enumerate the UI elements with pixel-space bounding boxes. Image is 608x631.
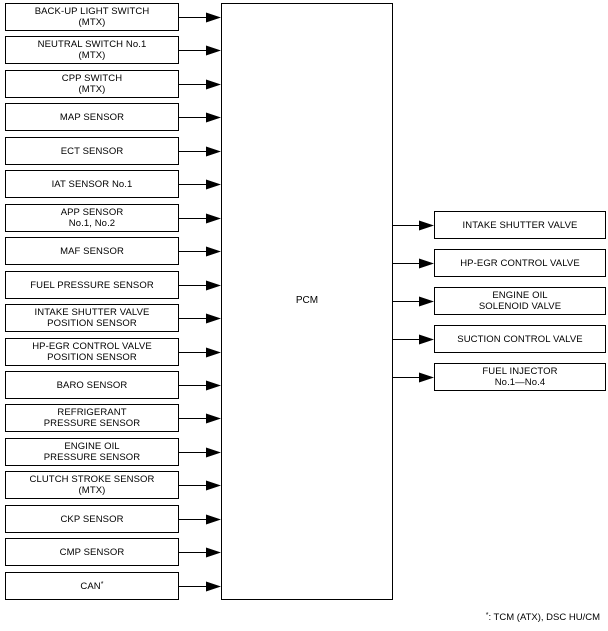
- input-box: BARO SENSOR: [5, 371, 179, 399]
- input-arrow: [179, 514, 221, 525]
- input-box: MAF SENSOR: [5, 237, 179, 265]
- input-box-label: CAN: [80, 580, 101, 592]
- input-box: MAP SENSOR: [5, 103, 179, 131]
- input-arrow: [179, 581, 221, 592]
- input-arrow: [179, 380, 221, 391]
- input-box-label: BACK-UP LIGHT SWITCH: [34, 6, 150, 17]
- input-arrow: [179, 79, 221, 90]
- input-box-sublabel: (MTX): [78, 17, 106, 28]
- input-box-sublabel: No.1, No.2: [68, 218, 116, 229]
- input-box: CKP SENSOR: [5, 505, 179, 533]
- input-box-sublabel: (MTX): [78, 84, 106, 95]
- input-arrow: [179, 45, 221, 56]
- input-box-label: ECT SENSOR: [60, 145, 124, 157]
- input-box: FUEL PRESSURE SENSOR: [5, 271, 179, 299]
- input-box: CAN*: [5, 572, 179, 600]
- pcm-label: PCM: [295, 295, 319, 306]
- input-box-label: MAP SENSOR: [59, 111, 125, 123]
- input-arrow: [179, 12, 221, 23]
- input-box-label: FUEL PRESSURE SENSOR: [30, 279, 154, 291]
- input-box-sublabel: PRESSURE SENSOR: [43, 452, 141, 463]
- input-box-sublabel: POSITION SENSOR: [47, 318, 137, 329]
- input-box-label: BARO SENSOR: [56, 379, 128, 391]
- input-box: ECT SENSOR: [5, 137, 179, 165]
- input-box-label: CLUTCH STROKE SENSOR: [29, 474, 155, 485]
- output-arrow: [393, 372, 434, 383]
- input-box-label: ENGINE OIL: [64, 441, 120, 452]
- input-arrow: [179, 547, 221, 558]
- output-box-label: FUEL INJECTOR: [482, 366, 558, 377]
- footnote-text: : TCM (ATX), DSC HU/CM: [488, 612, 600, 623]
- input-box-sublabel: (MTX): [78, 485, 106, 496]
- input-box-label: INTAKE SHUTTER VALVE: [34, 307, 150, 318]
- output-box: INTAKE SHUTTER VALVE: [434, 211, 606, 239]
- input-arrow: [179, 246, 221, 257]
- output-box-label: HP-EGR CONTROL VALVE: [460, 257, 580, 269]
- pcm-block: PCM: [221, 3, 393, 600]
- input-box-label: IAT SENSOR No.1: [51, 178, 133, 190]
- output-box-label: ENGINE OIL: [492, 290, 548, 301]
- input-box-label: APP SENSOR: [60, 207, 124, 218]
- footnote-mark: *: [485, 612, 489, 619]
- output-box-sublabel: SOLENOID VALVE: [478, 301, 562, 312]
- output-box-label: SUCTION CONTROL VALVE: [457, 333, 583, 345]
- input-arrow: [179, 112, 221, 123]
- output-box-sublabel: No.1—No.4: [494, 377, 546, 388]
- input-box-label: MAF SENSOR: [60, 245, 124, 257]
- input-arrow: [179, 480, 221, 491]
- output-box: SUCTION CONTROL VALVE: [434, 325, 606, 353]
- output-arrow: [393, 258, 434, 269]
- input-box: IAT SENSOR No.1: [5, 170, 179, 198]
- input-arrow: [179, 313, 221, 324]
- output-arrow: [393, 296, 434, 307]
- input-arrow: [179, 413, 221, 424]
- input-box-label: HP-EGR CONTROL VALVE: [32, 341, 152, 352]
- output-arrow: [393, 220, 434, 231]
- input-box-sublabel: POSITION SENSOR: [47, 352, 137, 363]
- input-box: CLUTCH STROKE SENSOR(MTX): [5, 471, 179, 499]
- output-arrow: [393, 334, 434, 345]
- output-box: HP-EGR CONTROL VALVE: [434, 249, 606, 277]
- input-box-label: CMP SENSOR: [59, 546, 125, 558]
- input-arrow: [179, 179, 221, 190]
- input-box: CPP SWITCH(MTX): [5, 70, 179, 98]
- footnote: *: TCM (ATX), DSC HU/CM: [486, 612, 600, 623]
- input-box-sublabel: (MTX): [78, 50, 106, 61]
- input-box-label: NEUTRAL SWITCH No.1: [37, 39, 147, 50]
- input-box-label: CPP SWITCH: [61, 73, 123, 84]
- input-box-sublabel: PRESSURE SENSOR: [43, 418, 141, 429]
- input-box-label: REFRIGERANT: [57, 407, 127, 418]
- input-arrow: [179, 347, 221, 358]
- input-box-mark: *: [100, 580, 104, 588]
- input-box: NEUTRAL SWITCH No.1(MTX): [5, 36, 179, 64]
- input-box-line: CAN*: [80, 581, 103, 592]
- input-arrow: [179, 447, 221, 458]
- input-arrow: [179, 146, 221, 157]
- input-box: BACK-UP LIGHT SWITCH(MTX): [5, 3, 179, 31]
- input-arrow: [179, 213, 221, 224]
- input-box: CMP SENSOR: [5, 538, 179, 566]
- input-arrow: [179, 280, 221, 291]
- output-box-label: INTAKE SHUTTER VALVE: [462, 219, 578, 231]
- input-box-label: CKP SENSOR: [60, 513, 124, 525]
